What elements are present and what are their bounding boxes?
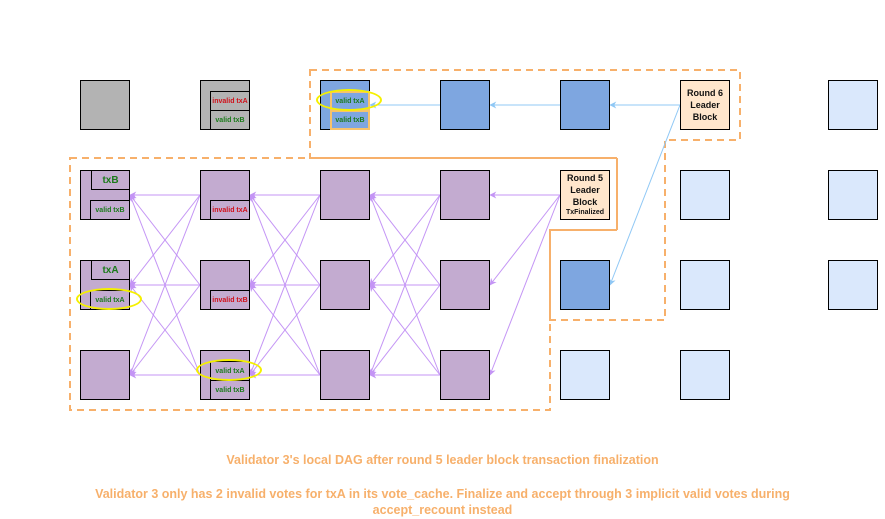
dag-block[interactable] <box>80 80 130 130</box>
round5-causal-history-group <box>69 157 618 411</box>
reference-edge <box>489 194 561 376</box>
dag-block[interactable] <box>320 260 370 310</box>
leader-line: Round 6 <box>687 88 723 98</box>
dag-block[interactable] <box>440 80 490 130</box>
reference-edge <box>249 194 321 376</box>
dag-block[interactable]: txB valid txB <box>80 170 130 220</box>
diagram-description-line2: accept_recount instead <box>372 503 513 517</box>
dag-block[interactable] <box>680 350 730 400</box>
valid-vote: valid txB <box>330 110 370 130</box>
dag-block[interactable] <box>560 80 610 130</box>
invalid-vote: invalid txA <box>210 91 250 111</box>
dag-block[interactable]: invalid txB <box>200 260 250 310</box>
leader-line: Leader <box>690 100 720 110</box>
diagram-title: Validator 3's local DAG after round 5 le… <box>226 453 659 467</box>
reference-edge <box>129 194 201 376</box>
diagram-description-line1: Validator 3 only has 2 invalid votes for… <box>95 487 790 501</box>
valid-vote: valid txB <box>210 110 250 130</box>
dag-block[interactable] <box>680 170 730 220</box>
highlight-ellipse <box>316 89 382 111</box>
reference-edge <box>609 104 681 286</box>
dag-block[interactable] <box>828 260 878 310</box>
dag-block[interactable] <box>440 260 490 310</box>
reference-edge <box>369 194 441 376</box>
reference-edge <box>249 194 321 286</box>
dag-block[interactable] <box>440 170 490 220</box>
dag-block[interactable] <box>80 350 130 400</box>
highlight-ellipse <box>196 359 262 381</box>
dag-block[interactable] <box>828 80 878 130</box>
leader-line: Block <box>572 197 598 207</box>
highlight-ellipse <box>76 288 142 310</box>
tx-label: txB <box>91 170 130 190</box>
dag-block[interactable] <box>680 260 730 310</box>
round5-leader-block[interactable]: Round 5 Leader Block TxFinalized <box>560 170 610 220</box>
dag-block[interactable] <box>560 260 610 310</box>
reference-edge <box>249 284 321 376</box>
dag-block[interactable] <box>440 350 490 400</box>
reference-edge <box>369 284 441 376</box>
reference-edge <box>129 194 201 286</box>
dag-block[interactable] <box>560 350 610 400</box>
leader-line: Block <box>692 112 718 122</box>
leader-line: Round 5 <box>567 173 603 183</box>
dag-block[interactable] <box>828 170 878 220</box>
valid-vote: valid txB <box>210 380 250 400</box>
dag-block[interactable] <box>320 170 370 220</box>
invalid-vote: invalid txA <box>210 200 250 220</box>
valid-vote: valid txB <box>90 200 130 220</box>
leader-line: Leader <box>570 185 600 195</box>
leader-status: TxFinalized <box>565 209 605 216</box>
dag-block[interactable] <box>320 350 370 400</box>
reference-edge <box>369 194 441 286</box>
tx-label: txA <box>91 260 130 280</box>
reference-edge <box>489 194 561 286</box>
round6-leader-block[interactable]: Round 6 Leader Block <box>680 80 730 130</box>
dag-block[interactable]: invalid txA <box>200 170 250 220</box>
invalid-vote: invalid txB <box>210 290 250 310</box>
